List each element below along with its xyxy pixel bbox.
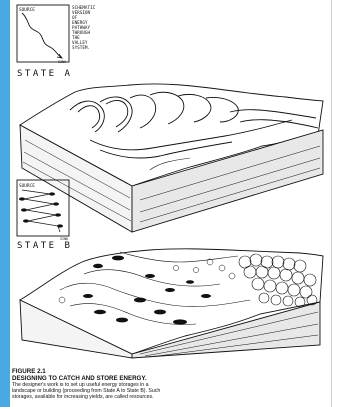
valley-floor-line [100,142,232,158]
contour-line [150,158,190,170]
inset-a-sink-label: SINK [58,60,67,64]
contour-line [230,110,316,118]
figure-title: DESIGNING TO CATCH AND STORE ENERGY. [12,375,330,382]
block-a-right-face [132,130,323,232]
figure-caption: FIGURE 2.1 DESIGNING TO CATCH AND STORE … [12,368,330,400]
storage-dots [19,192,63,227]
figure-number: FIGURE 2.1 [12,368,330,375]
inset-a-box [17,5,69,62]
caption-line: storages, available for increasing yield… [12,394,330,400]
ponds [83,256,211,325]
inset-a-note-line: SYSTEM. [72,45,90,51]
state-a-label: STATE A [17,69,72,79]
block-b-front-face [20,300,132,358]
inset-b-pathway [22,190,60,232]
contour-line [106,100,128,127]
contour-line [150,92,184,124]
contour-line [78,106,100,128]
contour-line [178,94,211,122]
forest-canopy [239,254,317,307]
contour-line [130,95,156,128]
inset-a-source-label: SOURCE [19,7,35,13]
valley-block-b [20,249,323,358]
valley-block-a [20,84,323,232]
swale-line [120,252,238,262]
inset-b-source-label: SOURCE [19,183,35,189]
state-b-label: STATE B [17,241,72,251]
block-a-front-face [20,125,132,232]
inset-a: SOURCE SINK SCHEMATIC VERSION OF ENERGY … [17,5,96,79]
inset-a-pathway [22,13,62,58]
